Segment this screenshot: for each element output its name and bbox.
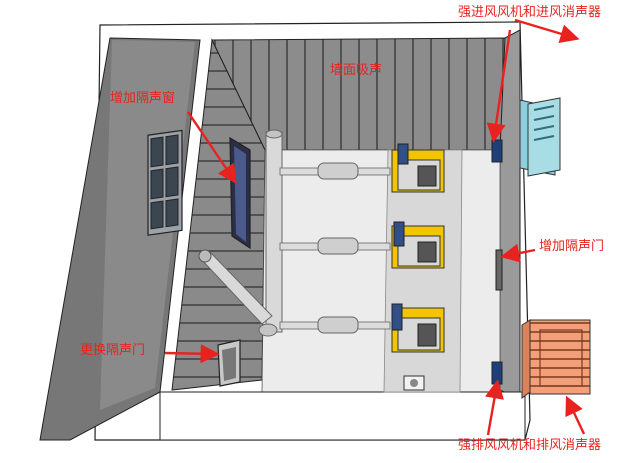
exhaust-silencer xyxy=(521,319,591,399)
label-intake-fan: 强进风风机和进风消声器 xyxy=(458,5,602,20)
label-add-window: 增加隔声窗 xyxy=(110,91,176,106)
right-soundproof-door xyxy=(495,249,503,291)
control-box xyxy=(403,375,425,391)
soundproof-window xyxy=(229,136,251,250)
intake-silencer xyxy=(519,97,561,177)
arrow-icon xyxy=(164,18,586,436)
generator-2 xyxy=(391,221,445,269)
label-replace-door: 更换隔声门 xyxy=(80,343,146,358)
branch-pipes xyxy=(279,162,391,334)
silencer-icon xyxy=(519,97,591,399)
exhaust-duct xyxy=(198,129,283,337)
generator-1 xyxy=(391,143,445,193)
label-wall-absorption: 墙面吸声 xyxy=(330,63,383,78)
generator-icon xyxy=(391,143,445,391)
room-floor xyxy=(261,149,501,393)
generator-3 xyxy=(391,303,445,353)
right-wall-panels xyxy=(499,29,521,401)
label-exhaust-fan: 强排风风机和排风消声器 xyxy=(458,438,602,453)
door-icon xyxy=(217,339,241,387)
label-add-door: 增加隔声门 xyxy=(539,239,605,254)
front-wall xyxy=(159,391,526,441)
window-icon xyxy=(147,129,183,236)
